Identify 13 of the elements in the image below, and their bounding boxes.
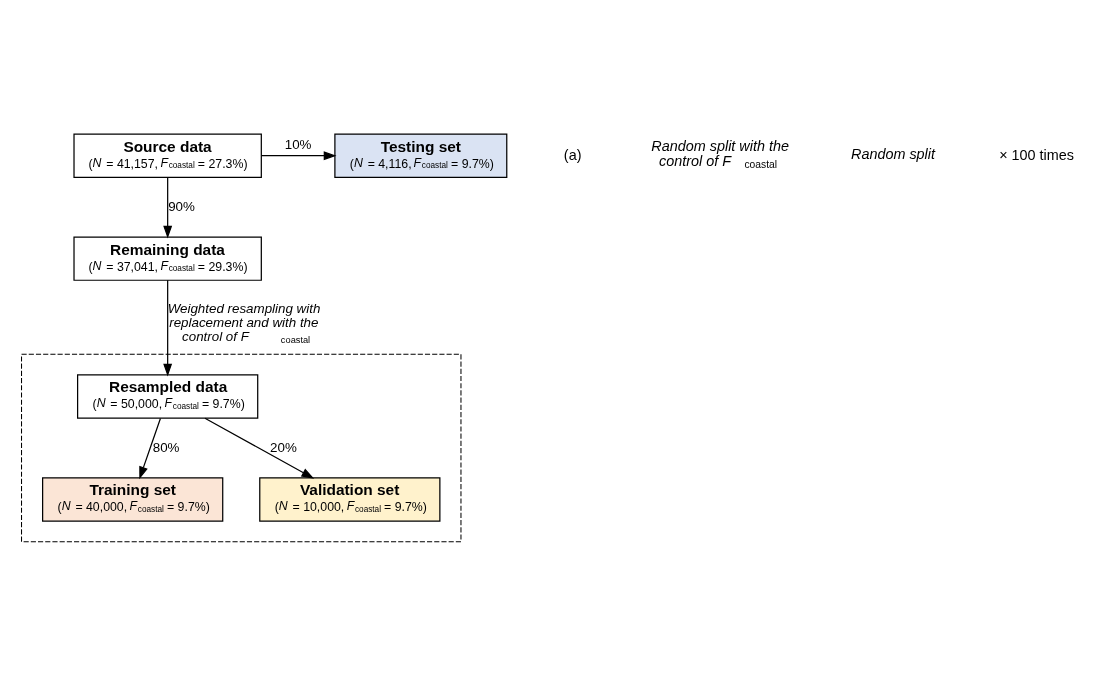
edge-label: 90% [168, 198, 195, 214]
arrow [139, 417, 162, 480]
arrow [163, 177, 173, 239]
edge-label: 10% [284, 136, 312, 152]
arrow [260, 151, 337, 161]
arrow [163, 279, 173, 377]
label: Random split [851, 146, 935, 163]
label: × 100 times [999, 147, 1074, 164]
edge-label: 20% [270, 439, 297, 455]
arrow [204, 417, 315, 479]
edge-label: 80% [152, 439, 180, 455]
label: (a) [563, 147, 582, 164]
cluster [21, 353, 462, 543]
